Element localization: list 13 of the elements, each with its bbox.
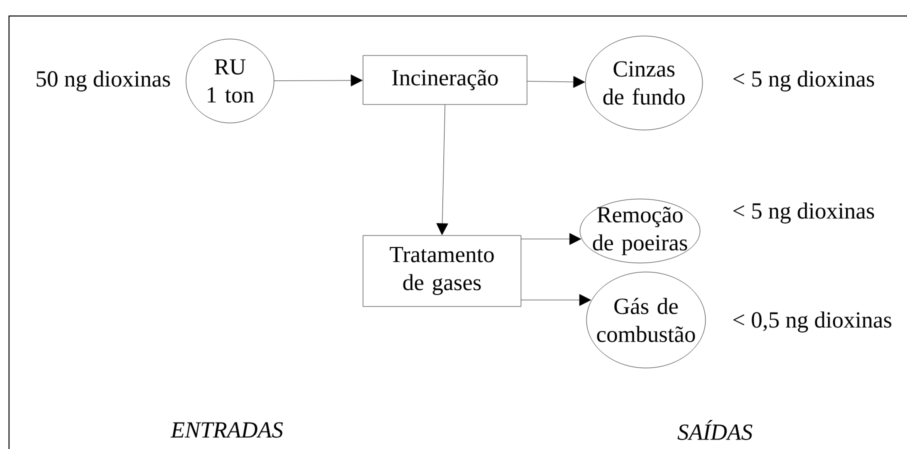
amount-label: < 5 ng dioxinas	[733, 202, 874, 224]
arrow	[521, 233, 582, 245]
amount-label: < 5 ng dioxinas	[733, 70, 874, 92]
arrow	[274, 74, 363, 86]
section-label: SAÍDAS	[678, 420, 752, 440]
arrow	[436, 104, 448, 236]
amount-label: 50 ng dioxinas	[36, 70, 170, 92]
process-box: Tratamento de gases	[362, 235, 522, 307]
process-box: Incineração	[362, 55, 528, 105]
arrow	[527, 76, 586, 88]
arrow	[521, 294, 592, 306]
amount-label: < 0,5 ng dioxinas	[733, 312, 892, 332]
section-label: ENTRADAS	[170, 422, 283, 438]
